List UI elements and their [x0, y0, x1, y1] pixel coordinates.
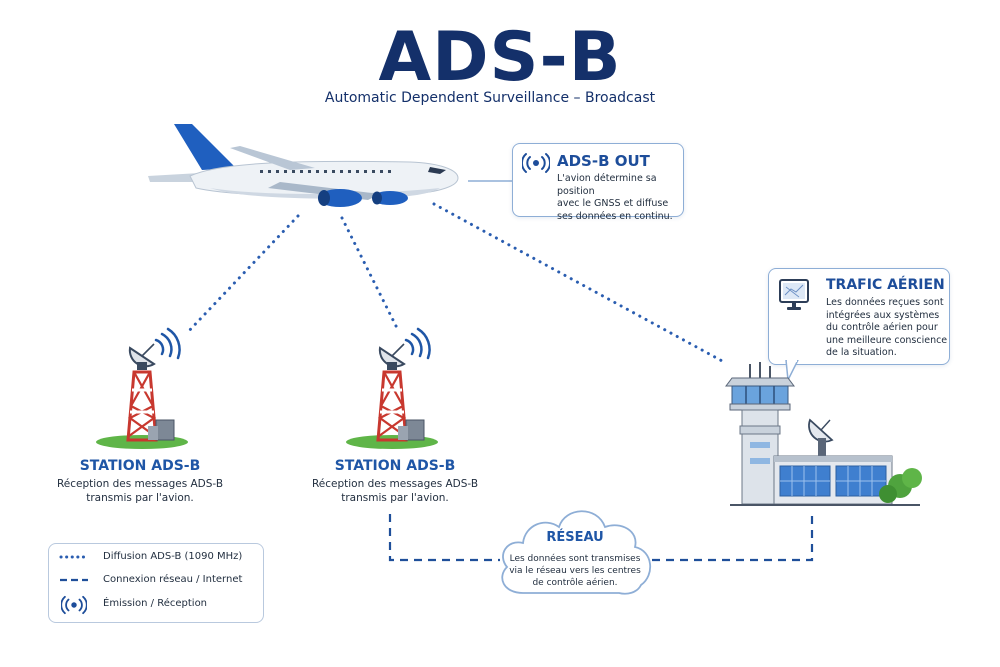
ads-b-out-text: L'avion détermine sa position avec le GN… — [557, 173, 673, 222]
network-text: Les données sont transmises via le résea… — [509, 554, 641, 588]
broadcast-icon — [522, 153, 550, 173]
page-subtitle: Automatic Dependent Surveillance – Broad… — [324, 90, 656, 106]
network-cloud-icon — [501, 510, 651, 595]
broadcast-link-station-1 — [184, 214, 300, 336]
legend-network-label: Connexion réseau / Internet — [103, 574, 243, 585]
control-tower-icon — [725, 362, 922, 506]
airplane-icon — [148, 124, 459, 207]
network-link-station-cloud — [388, 514, 500, 562]
station-2-title: STATION ADS-B — [334, 458, 456, 474]
dashed-line-icon — [60, 578, 88, 582]
legend-emission-label: Émission / Réception — [103, 598, 208, 609]
monitor-icon — [779, 279, 809, 310]
station-2-text: Réception des messages ADS-B transmis pa… — [311, 478, 479, 504]
station-1-text: Réception des messages ADS-B transmis pa… — [56, 478, 224, 504]
legend-box: Diffusion ADS-B (1090 MHz) Connexion rés… — [48, 543, 264, 623]
ground-station-icon — [346, 327, 438, 449]
air-traffic-card: TRAFIC AÉRIEN Les données reçues sont in… — [768, 268, 950, 365]
air-traffic-title: TRAFIC AÉRIEN — [826, 277, 945, 293]
broadcast-link-station-2 — [340, 216, 400, 332]
callout-tail — [785, 360, 799, 382]
broadcast-icon — [61, 595, 87, 615]
ads-b-out-card: ADS-B OUT L'avion détermine sa position … — [512, 143, 684, 222]
network-title: RÉSEAU — [546, 530, 604, 545]
ads-b-out-title: ADS-B OUT — [557, 152, 650, 170]
broadcast-link-tower — [432, 202, 726, 364]
air-traffic-text: Les données reçues sont intégrées aux sy… — [826, 297, 948, 358]
station-1-title: STATION ADS-B — [79, 458, 201, 474]
legend-broadcast-label: Diffusion ADS-B (1090 MHz) — [103, 551, 243, 562]
page-title: ADS-B — [378, 18, 622, 97]
network-link-cloud-tower — [652, 512, 814, 562]
dotted-line-icon — [59, 555, 89, 559]
ground-station-icon — [96, 327, 188, 449]
